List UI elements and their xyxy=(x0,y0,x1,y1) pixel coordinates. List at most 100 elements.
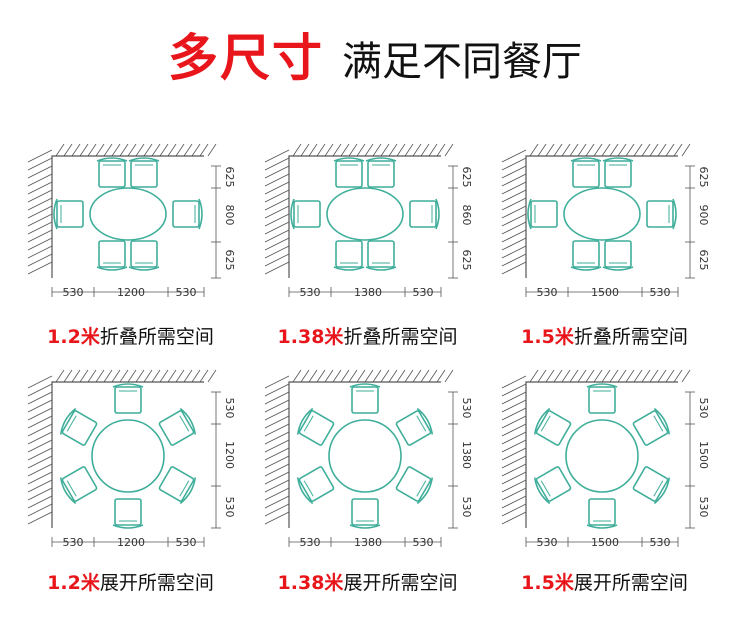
floor-plan: 530 1200 530 530 1200 530 xyxy=(27,369,236,549)
dimension-label: 860 xyxy=(460,205,473,226)
chair xyxy=(570,240,602,271)
chair xyxy=(395,466,434,505)
table xyxy=(565,419,639,493)
table xyxy=(563,187,641,241)
wall-hatching xyxy=(264,143,454,275)
caption-open-1500: 1.5米展开所需空间 xyxy=(502,568,707,595)
caption-fold-1200: 1.2米折叠所需空间 xyxy=(28,322,233,349)
dimension-label: 625 xyxy=(697,167,710,188)
caption-text: 展开所需空间 xyxy=(343,572,458,594)
caption-text: 展开所需空间 xyxy=(573,572,688,594)
floor-plan: 530 1380 530 530 1380 530 xyxy=(264,369,473,549)
dimension-label: 530 xyxy=(413,536,434,549)
chair xyxy=(602,157,634,188)
dimension-label: 530 xyxy=(223,497,236,518)
wall-hatching xyxy=(27,369,217,525)
dimension-label: 530 xyxy=(697,497,710,518)
chair xyxy=(59,407,98,446)
chair xyxy=(112,383,144,414)
chair xyxy=(586,498,618,529)
dimension-label: 800 xyxy=(223,205,236,226)
dimension-label: 530 xyxy=(300,286,321,299)
table xyxy=(328,419,402,493)
wall xyxy=(525,381,678,528)
caption-text: 折叠所需空间 xyxy=(99,326,214,348)
chair xyxy=(533,466,572,505)
dimension-label: 530 xyxy=(697,398,710,419)
caption-fold-1500: 1.5米折叠所需空间 xyxy=(502,322,707,349)
table xyxy=(91,419,165,493)
chair xyxy=(333,240,365,271)
chair xyxy=(290,198,321,230)
dimension-label: 625 xyxy=(697,250,710,271)
dimension-label: 530 xyxy=(650,536,671,549)
dimension-label: 625 xyxy=(223,250,236,271)
dimension-label: 900 xyxy=(697,205,710,226)
caption-open-1380: 1.38米展开所需空间 xyxy=(265,568,470,595)
chair xyxy=(96,157,128,188)
dimension-label: 530 xyxy=(413,286,434,299)
chair xyxy=(59,466,98,505)
size-label: 1.5米 xyxy=(521,326,574,348)
chair xyxy=(395,407,434,446)
dimension-label: 1500 xyxy=(591,536,619,549)
table xyxy=(89,187,167,241)
chair xyxy=(172,198,203,230)
wall xyxy=(288,381,441,528)
dimension-label: 530 xyxy=(176,536,197,549)
chair xyxy=(296,407,335,446)
chair xyxy=(158,407,197,446)
title-highlight: 多尺寸 xyxy=(168,29,324,87)
chair xyxy=(349,498,381,529)
chair xyxy=(112,498,144,529)
dimension-label: 530 xyxy=(650,286,671,299)
chair xyxy=(333,157,365,188)
chair xyxy=(632,466,671,505)
size-label: 1.5米 xyxy=(521,572,574,594)
dimension-label: 530 xyxy=(176,286,197,299)
caption-open-1200: 1.2米展开所需空间 xyxy=(28,568,233,595)
chair xyxy=(128,157,160,188)
chair xyxy=(632,407,671,446)
page-title: 多尺寸满足不同餐厅 xyxy=(0,18,750,90)
dimension-label: 1380 xyxy=(354,286,382,299)
dimension-label: 625 xyxy=(460,167,473,188)
dimension-label: 625 xyxy=(223,167,236,188)
wall xyxy=(525,155,678,278)
caption-text: 展开所需空间 xyxy=(99,572,214,594)
chair xyxy=(527,198,558,230)
wall xyxy=(51,155,204,278)
chair xyxy=(96,240,128,271)
size-label: 1.38米 xyxy=(277,326,344,348)
dimension-label: 1200 xyxy=(117,536,145,549)
dimension-label: 530 xyxy=(300,536,321,549)
chair xyxy=(646,198,677,230)
wall-hatching xyxy=(501,369,691,525)
chair xyxy=(349,383,381,414)
size-label: 1.2米 xyxy=(47,326,100,348)
dimension-label: 530 xyxy=(63,536,84,549)
dimension-label: 1200 xyxy=(117,286,145,299)
dimension-label: 1200 xyxy=(223,441,236,469)
chair xyxy=(53,198,84,230)
wall-hatching xyxy=(27,143,217,275)
size-label: 1.38米 xyxy=(277,572,344,594)
dimension-label: 530 xyxy=(537,286,558,299)
dimension-label: 530 xyxy=(460,398,473,419)
chair xyxy=(128,240,160,271)
caption-text: 折叠所需空间 xyxy=(343,326,458,348)
dimension-label: 530 xyxy=(460,497,473,518)
dimension-label: 1380 xyxy=(460,441,473,469)
dimension-label: 530 xyxy=(537,536,558,549)
dimension-label: 1380 xyxy=(354,536,382,549)
chair xyxy=(296,466,335,505)
chair xyxy=(158,466,197,505)
size-label: 1.2米 xyxy=(47,572,100,594)
dimension-label: 530 xyxy=(223,398,236,419)
